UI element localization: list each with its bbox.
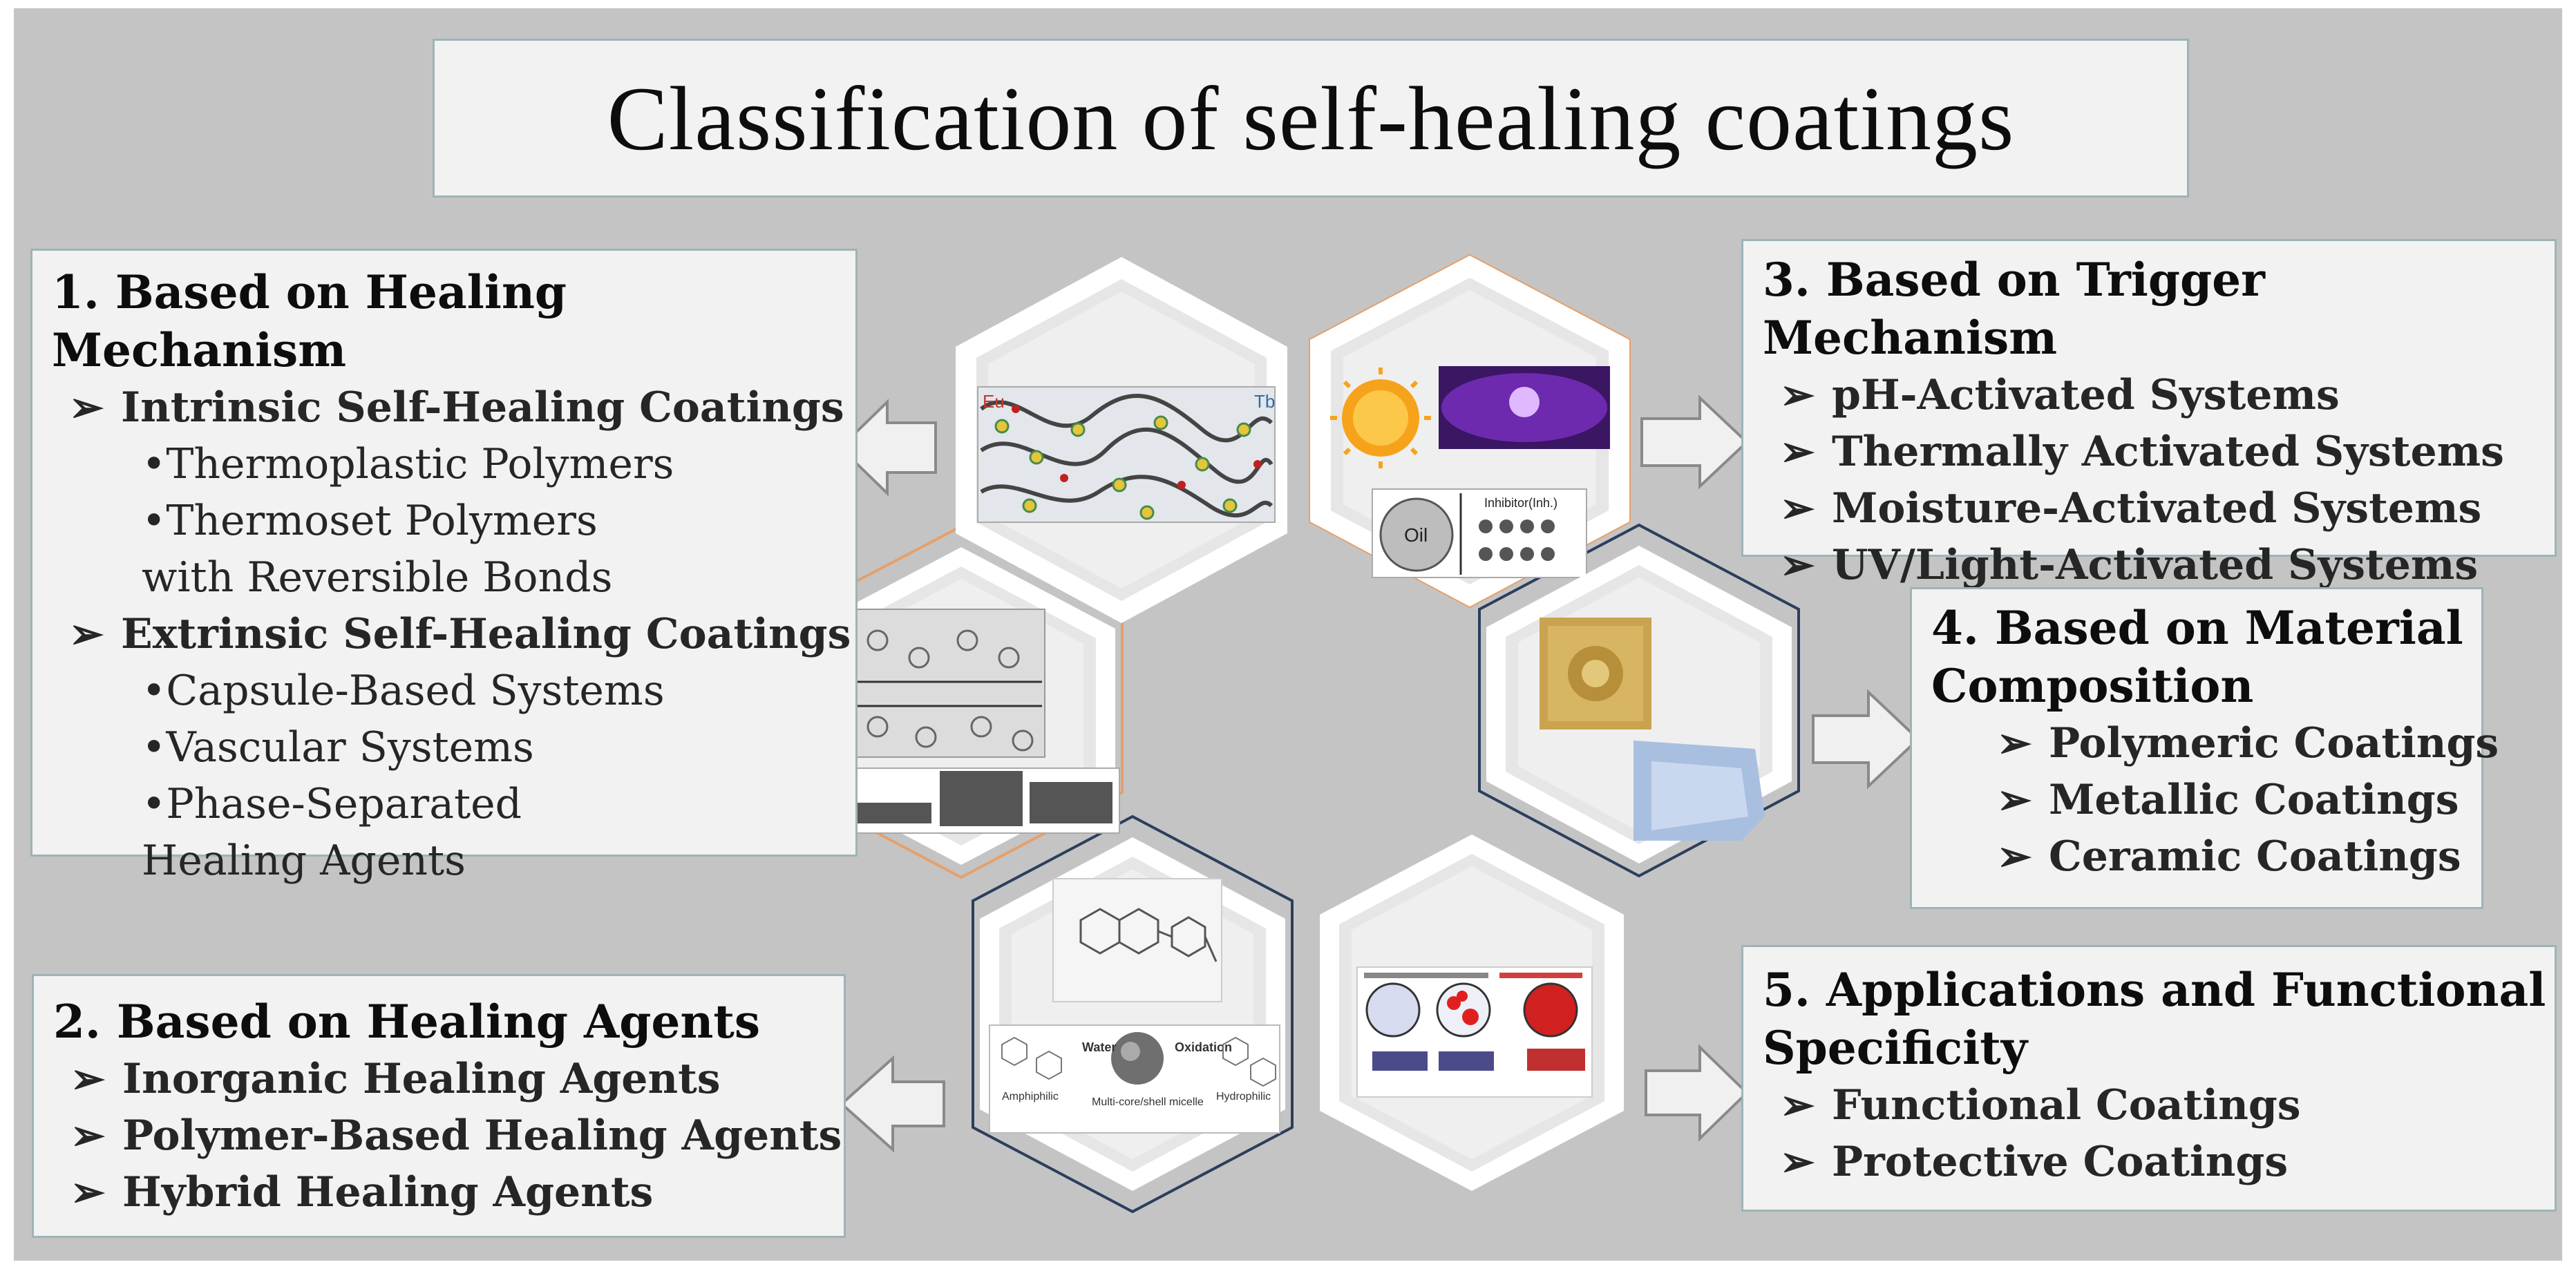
section-heading: 5. Applications and Functional <box>1763 963 2546 1017</box>
inhibitor-label: Inhibitor(Inh.) <box>1484 496 1557 510</box>
arrow-bullet-icon: ➢ <box>70 1168 106 1216</box>
list-item: ➢pH-Activated Systems <box>1763 367 2555 423</box>
hex-label-eu: Eu <box>983 391 1005 412</box>
list-item: ➢Metallic Coatings <box>1931 772 2481 828</box>
arrow-bullet-icon: ➢ <box>1996 719 2032 767</box>
arrow-bullet-icon: ➢ <box>1779 371 1815 419</box>
arrow-to-section-5 <box>1645 1044 1749 1142</box>
list-item: ➢Ceramic Coatings <box>1931 828 2481 885</box>
title-box: Classification of self-healing coatings <box>433 39 2189 198</box>
hex-top-right: Oil Inhibitor(Inh.) <box>1310 256 1629 607</box>
list-item: ➢Thermally Activated Systems <box>1763 423 2555 480</box>
arrow-bullet-icon: ➢ <box>68 383 104 432</box>
arrow-bullet-icon: ➢ <box>1996 776 2032 824</box>
sub-item: •Vascular Systems <box>142 723 534 772</box>
arrow-bullet-icon: ➢ <box>1779 541 1815 589</box>
arrow-bullet-icon: ➢ <box>70 1111 106 1160</box>
section-heading: 4. Based on Material <box>1931 601 2463 655</box>
arrow-bullet-icon: ➢ <box>1779 428 1815 476</box>
section-healing-agents: 2. Based on Healing Agents ➢Inorganic He… <box>32 974 846 1238</box>
hex-outline-navy-bottom-left <box>972 814 1294 1214</box>
sub-item: •Phase-Separated Healing Agents <box>142 780 522 885</box>
hex-bottom-right <box>1320 834 1624 1191</box>
arrow-to-section-4 <box>1812 689 1920 790</box>
hex-mid-right <box>1486 546 1792 864</box>
sub-item: •Thermoplastic Polymers <box>142 440 674 488</box>
sun-icon <box>1330 368 1431 468</box>
section-trigger-mechanism: 3. Based on Trigger Mechanism ➢pH-Activa… <box>1741 239 2557 589</box>
list-item: ➢Functional Coatings <box>1763 1077 2555 1134</box>
list-item: ➢UV/Light-Activated Systems <box>1763 537 2555 593</box>
arrow-bullet-icon: ➢ <box>1779 484 1815 533</box>
hex-top-left: Eu Tb <box>956 257 1287 623</box>
oil-label: Oil <box>1404 524 1428 546</box>
list-item: ➢Protective Coatings <box>1763 1134 2555 1190</box>
section-heading: 2. Based on Healing Agents <box>53 995 761 1049</box>
hexagon-cluster: Eu Tb Oil <box>676 254 1920 1214</box>
list-item: ➢Intrinsic Self-Healing Coatings <box>52 379 855 436</box>
micelle-label: Multi-core/shell micelle <box>1092 1096 1204 1108</box>
sub-item: •Capsule-Based Systems <box>142 667 665 715</box>
section-heading-cont: Composition <box>1931 659 2254 713</box>
page-title: Classification of self-healing coatings <box>607 67 2015 169</box>
hex-bottom-left: Water Oxidation Multi-core/shell micelle… <box>980 837 1285 1191</box>
section-applications: 5. Applications and Functional Specifici… <box>1741 945 2557 1212</box>
hex-outline-navy-mid-right <box>1478 523 1800 878</box>
arrow-bullet-icon: ➢ <box>68 610 104 658</box>
section-material-composition: 4. Based on Material Composition ➢Polyme… <box>1910 587 2499 909</box>
arrow-to-section-1 <box>838 399 937 497</box>
arrow-bullet-icon: ➢ <box>1779 1081 1815 1129</box>
arrow-to-section-2 <box>839 1055 945 1153</box>
diagram-canvas: Eu Tb Oil <box>14 8 2562 1261</box>
list-item: ➢Hybrid Healing Agents <box>53 1164 844 1221</box>
hydrophilic-label: Hydrophilic <box>1216 1091 1271 1103</box>
arrow-bullet-icon: ➢ <box>1779 1138 1815 1186</box>
water-label: Water <box>1082 1040 1116 1054</box>
sub-item: •Thermoset Polymers with Reversible Bond… <box>142 497 613 602</box>
list-item: ➢Inorganic Healing Agents <box>53 1051 844 1107</box>
hex-label-tb: Tb <box>1254 391 1275 412</box>
list-item: ➢Extrinsic Self-Healing Coatings <box>52 606 855 662</box>
arrow-bullet-icon: ➢ <box>70 1055 106 1103</box>
list-item: ➢Polymeric Coatings <box>1931 715 2499 772</box>
list-item: ➢Moisture-Activated Systems <box>1763 480 2555 537</box>
oxidation-label: Oxidation <box>1175 1040 1232 1054</box>
section-healing-mechanism: 1. Based on Healing Mechanism ➢Intrinsic… <box>30 249 858 885</box>
section-heading: 3. Based on Trigger Mechanism <box>1763 253 2265 365</box>
arrow-bullet-icon: ➢ <box>1996 832 2032 881</box>
amphiphilic-label: Amphiphilic <box>1002 1091 1059 1103</box>
hex-mid-left <box>807 547 1120 865</box>
section-heading: 1. Based on Healing Mechanism <box>52 265 567 377</box>
arrow-to-section-3 <box>1640 394 1749 490</box>
section-heading-cont: Specificity <box>1763 1021 2028 1075</box>
list-item: ➢Polymer-Based Healing Agents <box>53 1107 844 1164</box>
